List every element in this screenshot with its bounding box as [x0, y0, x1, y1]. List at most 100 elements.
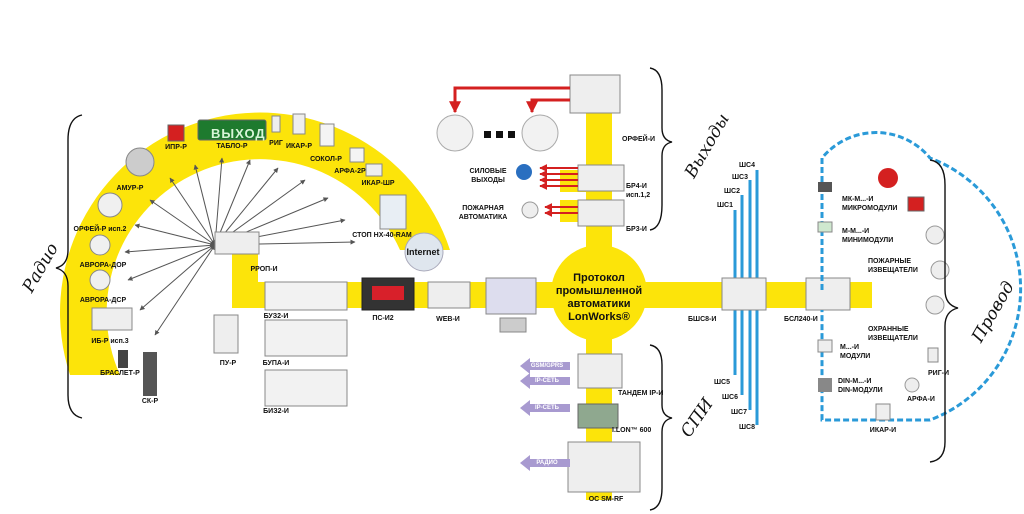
red-arrows-power [539, 164, 578, 217]
label-m-1: М...-И [840, 344, 860, 351]
braslet-icon [118, 350, 128, 368]
internet-bubble [404, 232, 444, 272]
radio-band [60, 112, 451, 375]
label-fire-det-2: ИЗВЕЩАТЕЛИ [868, 267, 918, 274]
label-fire-1: ПОЖАРНАЯ [462, 205, 504, 212]
orfei-i-icon [569, 74, 621, 114]
ikar-icon [292, 113, 306, 135]
label-braslet: БРАСЛЕТ-Р [100, 370, 140, 377]
label-br4-2: исп.1,2 [626, 192, 651, 199]
label-ikar-i: ИКАР-И [869, 427, 897, 434]
red-arrow-orfei-2 [526, 98, 570, 114]
label-rrop: РРОП-И [250, 266, 278, 273]
label-web: WEB-И [436, 316, 460, 323]
label-ib: ИБ-Р исп.3 [91, 338, 129, 345]
tag-radio: РАДИО [536, 460, 558, 466]
label-sec-det-1: ОХРАННЫЕ [868, 326, 909, 333]
center-line-3: автоматики [567, 298, 631, 310]
radio-device-icons [89, 113, 407, 396]
exit-sign-icon [197, 119, 267, 141]
label-sk: СК-Р [141, 398, 159, 405]
label-avrora-dsr: АВРОРА-ДСР [79, 297, 127, 304]
label-arfa: АРФА-2Р [334, 168, 366, 175]
ikar-i-icon [875, 403, 891, 421]
ib-icon [91, 307, 133, 331]
tag-gsm: GSM/GPRS [530, 363, 564, 369]
label-br3: БР3-И [626, 226, 647, 233]
smoke-2-icon [930, 260, 950, 280]
detector-loop [820, 131, 1023, 422]
label-shs3: ШС3 [732, 174, 748, 181]
amur-icon [125, 147, 155, 177]
label-ilon: I.LON™ 600 [612, 427, 652, 434]
purple-arrows [520, 358, 570, 471]
label-bupa: БУПА-И [262, 360, 290, 367]
label-mm-1: М-М...-И [842, 228, 870, 235]
ipr-icon [167, 124, 185, 142]
ilon-icon [577, 403, 619, 429]
label-stop: СТОП НХ-40-RAM [352, 232, 412, 239]
label-mm-2: МИНИМОДУЛИ [842, 237, 894, 244]
br3-icon [577, 199, 625, 227]
sokol-icon [319, 123, 335, 147]
smoke-3-icon [925, 295, 945, 315]
tandem-icon [577, 353, 623, 389]
siren-1-icon [436, 114, 474, 152]
orfei-icon [97, 192, 123, 218]
siren-2-icon [521, 114, 559, 152]
label-ps: ПС-И2 [372, 315, 394, 322]
avrora-dsr-icon [89, 269, 111, 291]
stop-icon [379, 194, 407, 230]
rrop-icon [214, 231, 260, 255]
label-sokol: СОКОЛ-Р [310, 156, 342, 163]
label-tablo: ТАБЛО-Р [216, 143, 248, 150]
label-pu: ПУ-Р [219, 360, 237, 367]
controller-panels [264, 281, 348, 407]
label-orfei: ОРФЕЙ-Р исп.2 [73, 226, 127, 233]
tag-ip2: IP-СЕТЬ [535, 405, 559, 411]
center-line-4: LonWorks® [568, 311, 630, 323]
smoke-1-icon [925, 225, 945, 245]
label-ipr: ИПР-Р [165, 144, 187, 151]
pu-icon [213, 314, 239, 354]
label-shs7: ШС7 [731, 409, 747, 416]
arfa-i-icon [904, 377, 920, 393]
lonworks-hub [551, 245, 647, 341]
center-line-2: промышленной [555, 285, 643, 297]
label-rig-i: РИГ-И [928, 370, 950, 377]
center-line-1: Протокол [573, 272, 625, 284]
sk-icon [143, 352, 157, 396]
label-shs8: ШС8 [739, 424, 755, 431]
lonworks-label: Протокол промышленной автоматики LonWork… [539, 272, 659, 324]
label-mk-2: МИКРОМОДУЛИ [842, 205, 898, 212]
label-buz: БУЗ2-И [263, 313, 289, 320]
label-mk-1: МК-М...-И [842, 196, 874, 203]
label-bsl: БСЛ240-И [784, 316, 818, 323]
rig-i-icon [927, 347, 939, 363]
label-rig: РИГ [269, 140, 283, 147]
label-shs4: ШС4 [739, 162, 755, 169]
label-arfa-i: АРФА-И [907, 396, 935, 403]
avrora-dor-icon [89, 234, 111, 256]
label-shs5: ШС5 [714, 379, 730, 386]
label-ikar-shr: ИКАР-ШР [361, 180, 395, 187]
label-shs6: ШС6 [722, 394, 738, 401]
computer-icon [485, 277, 537, 315]
label-m-2: МОДУЛИ [840, 353, 871, 360]
label-os: ОС SM-RF [588, 496, 624, 503]
braces [55, 67, 959, 511]
label-orfei-i: ОРФЕЙ-И [622, 136, 656, 143]
label-sec-det-2: ИЗВЕЩАТЕЛИ [868, 335, 918, 342]
din-icon [818, 378, 832, 392]
bshs-icon [721, 277, 767, 311]
label-din-2: DIN-МОДУЛИ [838, 387, 883, 394]
label-br4-1: БР4-И [626, 183, 647, 190]
ellipsis-dots [484, 131, 515, 138]
label-ikar: ИКАР-Р [285, 143, 313, 150]
power-icon [516, 164, 532, 180]
label-power-1: СИЛОВЫЕ [469, 168, 507, 175]
os-icon [567, 441, 641, 493]
label-tandem: ТАНДЕМ IP-И [618, 390, 664, 397]
mm-icon [817, 221, 833, 233]
label-shs2: ШС2 [724, 188, 740, 195]
